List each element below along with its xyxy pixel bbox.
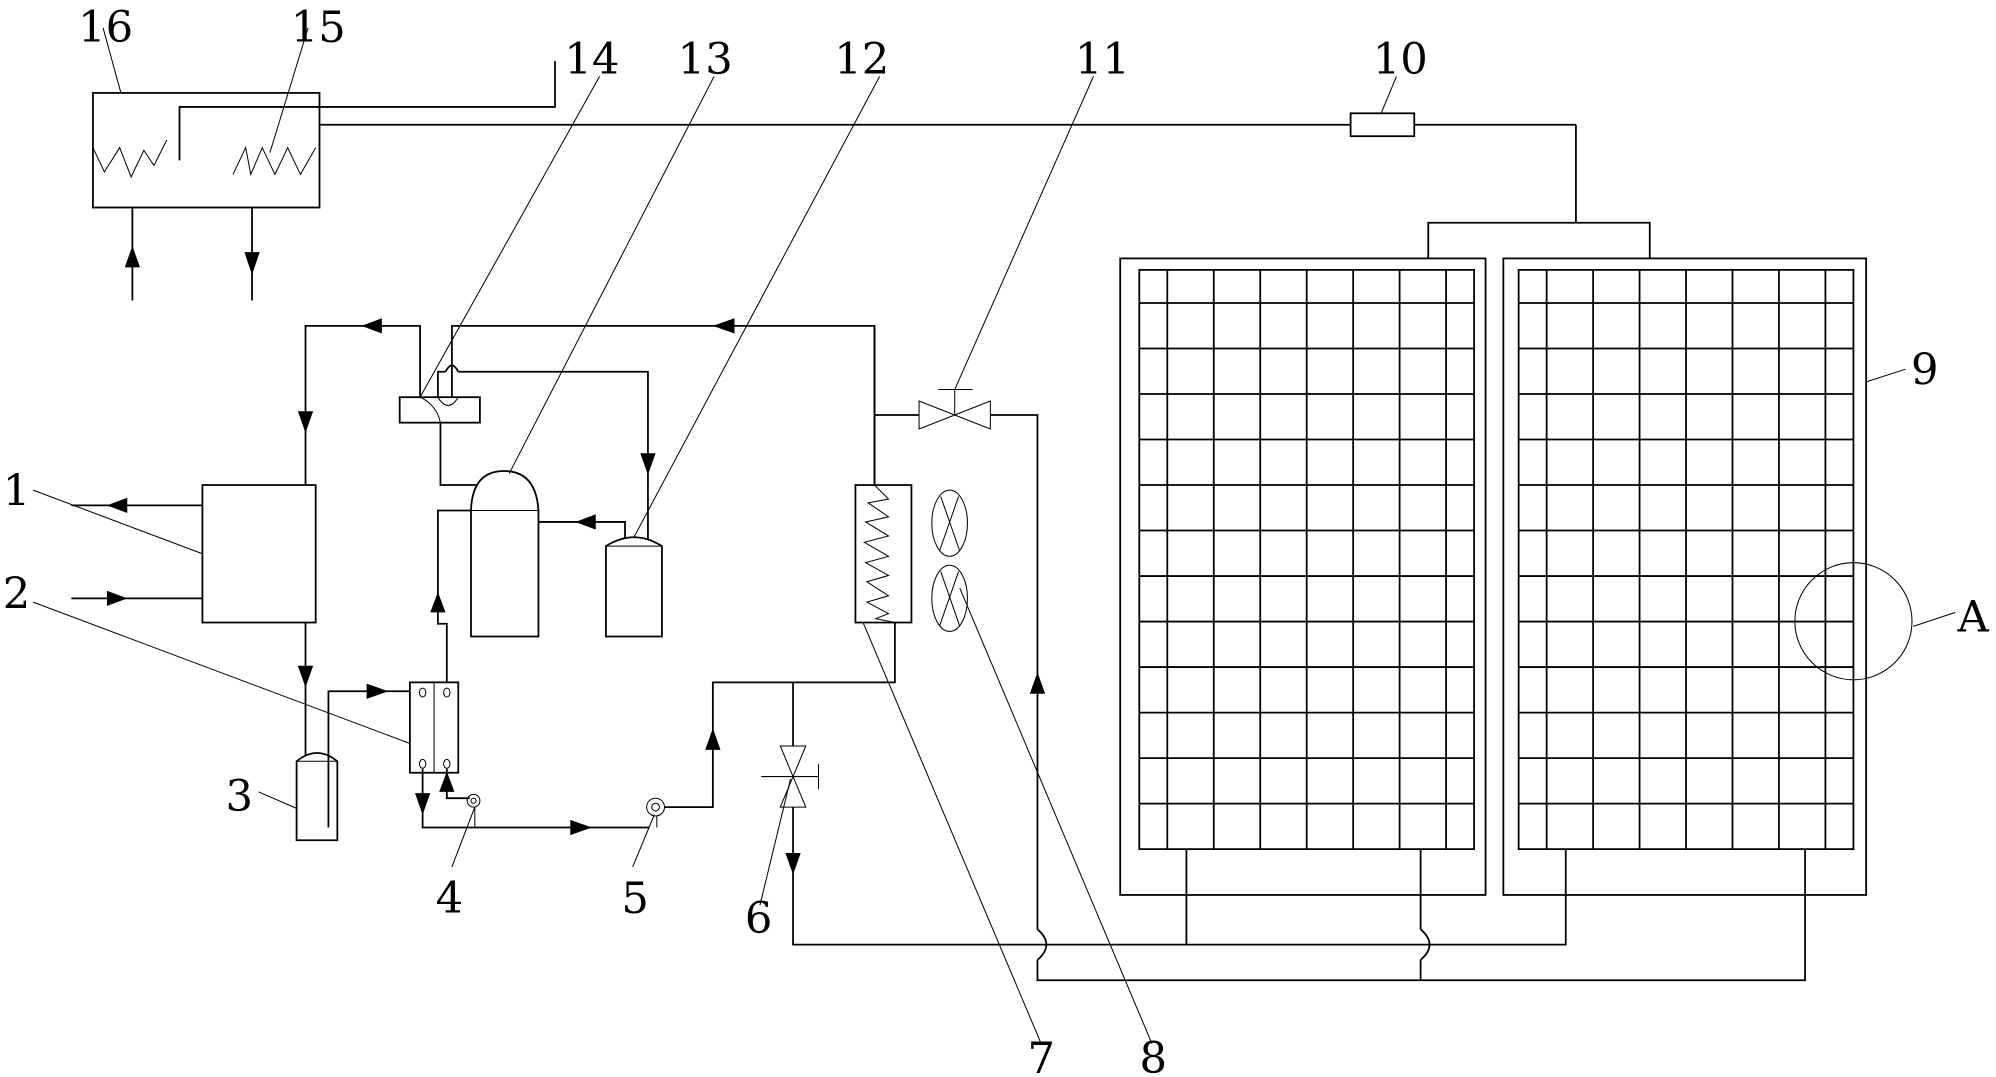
label-9: 9 bbox=[1911, 345, 1939, 395]
label-11: 11 bbox=[1075, 35, 1130, 85]
label-12: 12 bbox=[834, 35, 889, 85]
label-14: 14 bbox=[564, 35, 619, 85]
flow-arrow bbox=[570, 819, 592, 836]
flow-arrow bbox=[297, 411, 314, 433]
label-a: A bbox=[1956, 592, 1989, 642]
flow-arrow bbox=[106, 590, 128, 606]
flow-arrow bbox=[705, 728, 721, 750]
flow-arrow bbox=[712, 318, 735, 334]
label-5: 5 bbox=[621, 874, 649, 924]
gas-liquid-separator-12 bbox=[605, 536, 663, 638]
label-6: 6 bbox=[745, 894, 773, 944]
flow-arrow bbox=[640, 453, 656, 475]
flow-arrow bbox=[414, 793, 431, 815]
liquid-receiver-3 bbox=[295, 752, 339, 842]
valve-14-arc bbox=[419, 396, 441, 423]
pump-5-outer bbox=[646, 797, 665, 817]
label-2: 2 bbox=[3, 570, 31, 620]
tank-coil-left bbox=[92, 139, 168, 179]
water-outlet-arrow bbox=[244, 252, 260, 275]
label-1: 1 bbox=[3, 466, 31, 516]
pvt-panel bbox=[1119, 257, 1487, 896]
label-7: 7 bbox=[1028, 1034, 1056, 1077]
pipe-phe-to-compressor bbox=[437, 509, 471, 683]
fan-icon bbox=[931, 564, 968, 632]
pvt-panel bbox=[1502, 257, 1868, 896]
pipe-to-panel-left-top bbox=[1427, 124, 1577, 259]
pipe-crossover bbox=[1036, 928, 1048, 961]
tank-coil-right bbox=[232, 146, 317, 177]
flow-arrow bbox=[439, 771, 455, 792]
water-tank bbox=[92, 61, 1576, 301]
sensor-4-outer bbox=[466, 793, 481, 808]
pipe-valve6-to-panel bbox=[792, 807, 1567, 946]
flow-arrow bbox=[366, 683, 389, 699]
pipe-valve-to-compressor bbox=[439, 422, 478, 486]
label-16: 16 bbox=[78, 3, 133, 53]
phe-port bbox=[443, 758, 451, 769]
flow-arrow bbox=[785, 852, 801, 875]
detail-circle-a bbox=[1794, 562, 1913, 681]
pipe-crossover bbox=[1420, 928, 1431, 961]
flow-arrow bbox=[575, 514, 596, 530]
leader-lines bbox=[32, 27, 1956, 1045]
flow-arrow bbox=[430, 591, 446, 613]
heat-exchanger-1 bbox=[201, 484, 317, 624]
label-4: 4 bbox=[436, 874, 464, 924]
inline-component-10 bbox=[1349, 112, 1416, 138]
phe-port bbox=[418, 758, 427, 769]
label-15: 15 bbox=[291, 3, 346, 53]
label-13: 13 bbox=[678, 35, 733, 85]
pipe-valve-up bbox=[437, 370, 446, 398]
compressor-13 bbox=[470, 470, 540, 638]
pipe-to-panel-right-top bbox=[1575, 221, 1651, 259]
water-inlet-arrow bbox=[124, 245, 141, 268]
coil-7-zigzag bbox=[863, 484, 895, 624]
sensor-4-inner bbox=[470, 797, 477, 804]
flow-arrow bbox=[297, 665, 314, 688]
pipe-pump-to-coil bbox=[664, 622, 896, 809]
fan-icon bbox=[931, 489, 968, 557]
pipe-valve11-down bbox=[990, 414, 1039, 930]
pvt-panels bbox=[1119, 257, 1868, 896]
tank-pipe-from-14 bbox=[178, 61, 556, 161]
water-tank-body bbox=[92, 92, 321, 209]
flow-arrow bbox=[106, 497, 128, 514]
label-3: 3 bbox=[226, 772, 254, 822]
phe-port bbox=[443, 687, 451, 698]
pipe-receiver-to-phe bbox=[327, 690, 410, 828]
label-8: 8 bbox=[1140, 1034, 1168, 1077]
label-10: 10 bbox=[1373, 35, 1428, 85]
flow-arrow bbox=[361, 318, 382, 334]
pump-5-inner bbox=[651, 802, 660, 812]
phe-port bbox=[418, 687, 427, 698]
valve-14-arc bbox=[437, 396, 459, 406]
flow-arrow bbox=[1029, 672, 1046, 694]
